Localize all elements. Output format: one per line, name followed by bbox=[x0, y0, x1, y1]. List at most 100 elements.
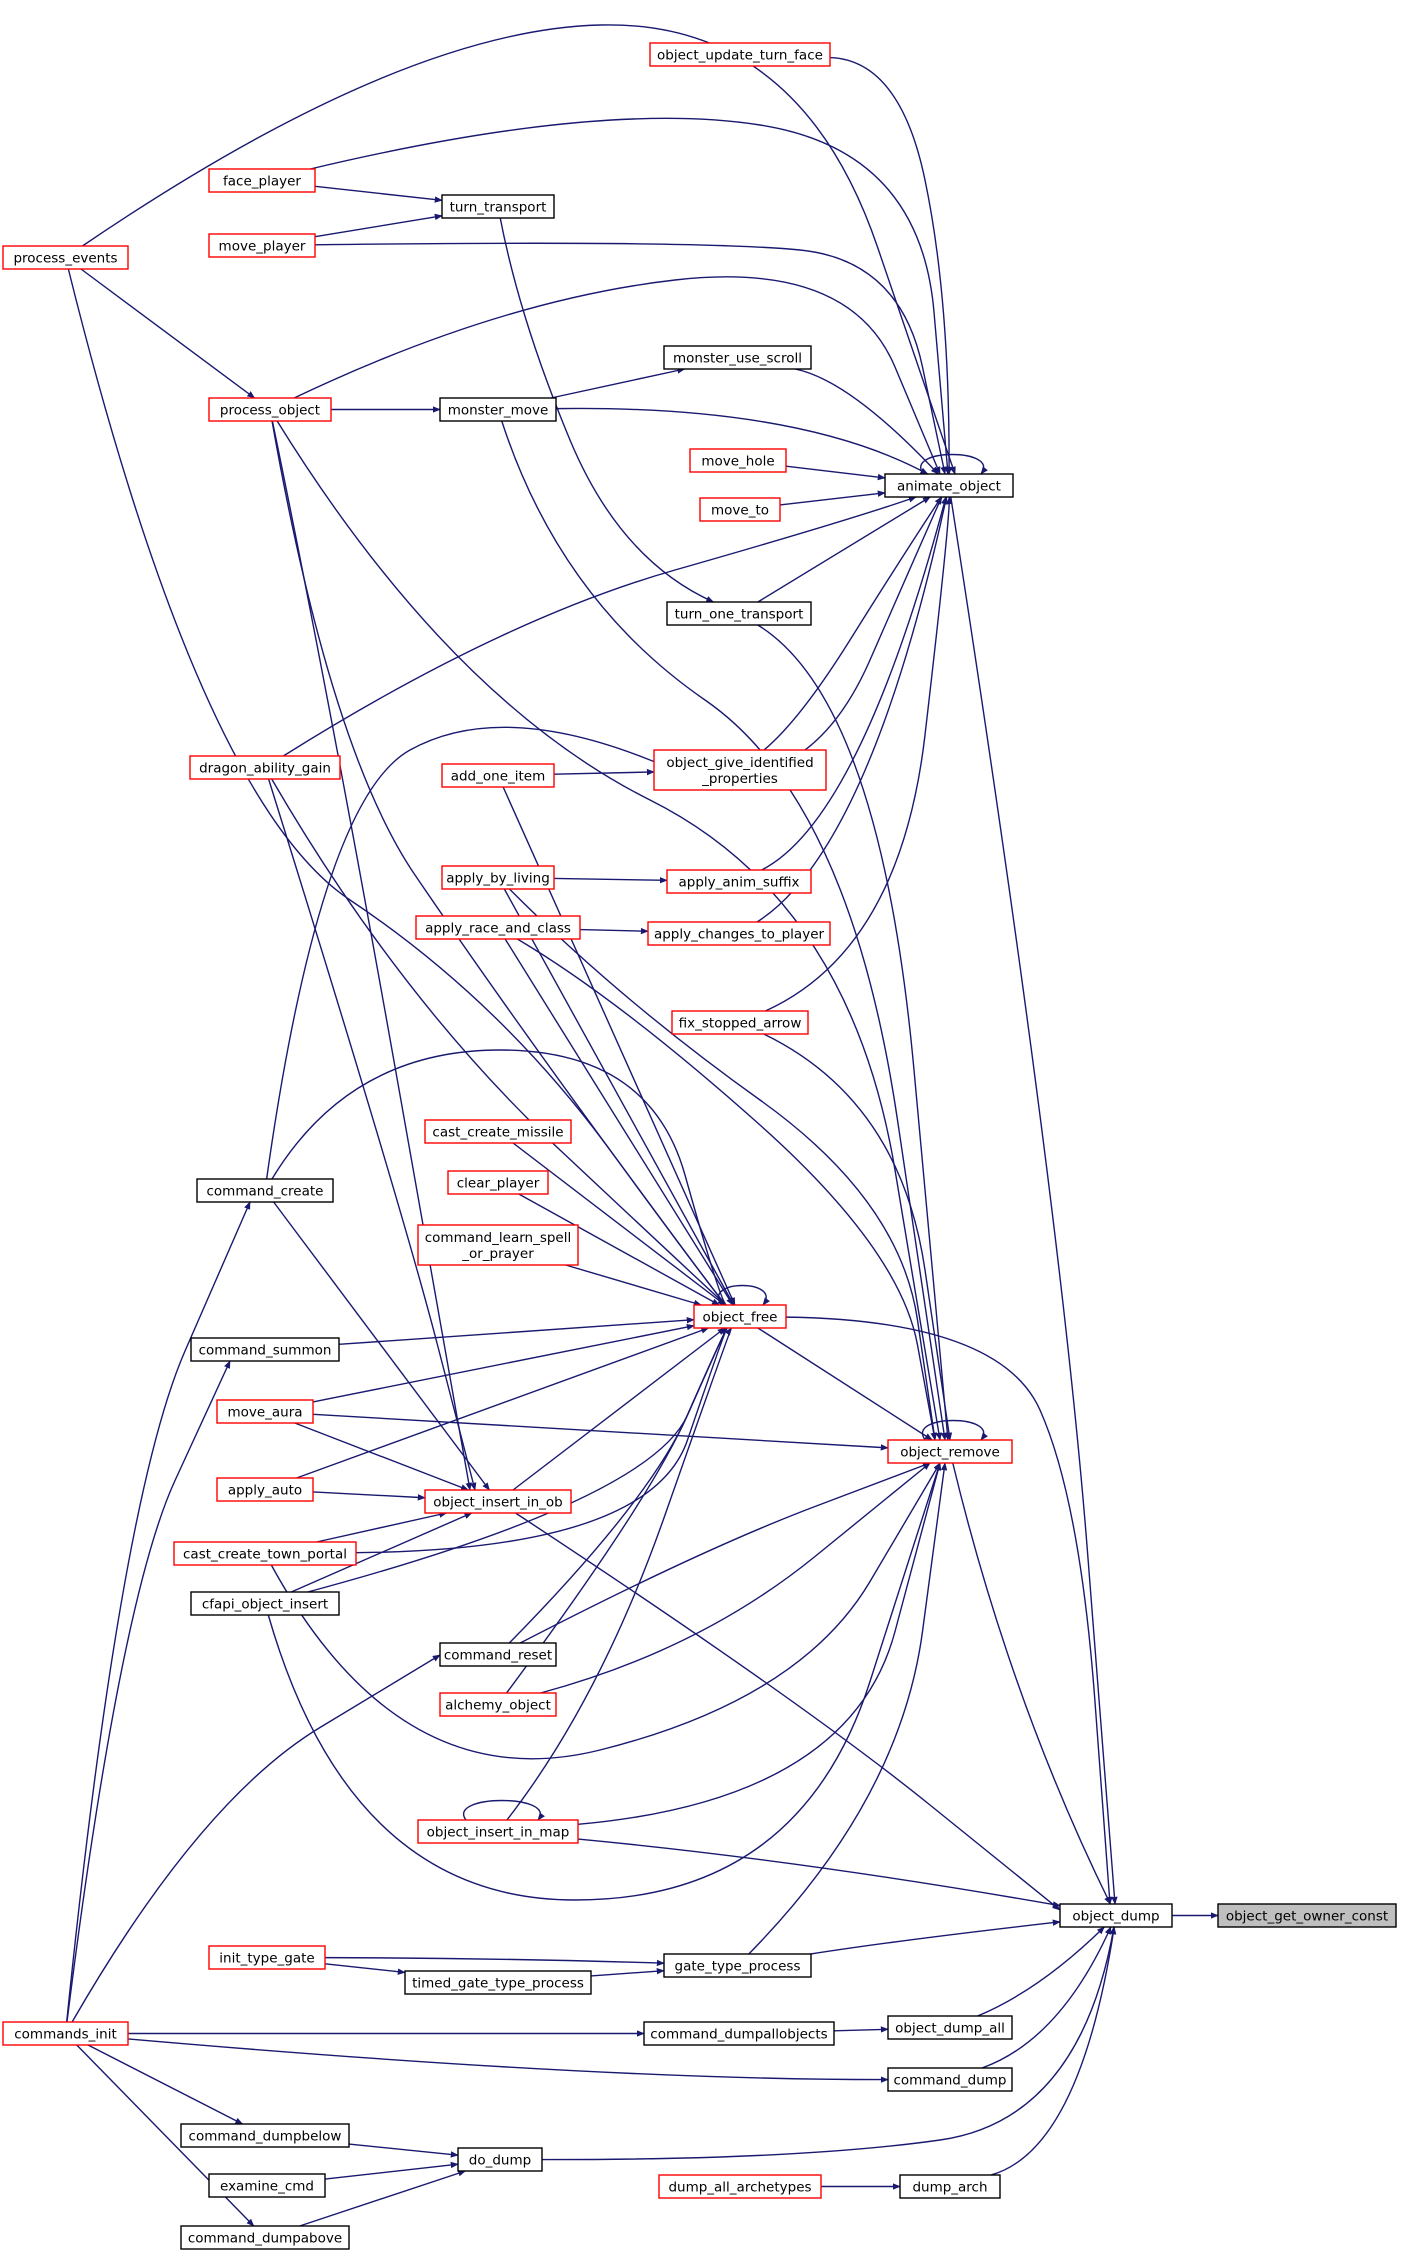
edge-monster_use_scroll-to-animate_object bbox=[794, 368, 939, 475]
call-edge bbox=[518, 1193, 720, 1306]
edge-process_events-to-animate_object bbox=[82, 24, 956, 475]
node-box bbox=[208, 168, 316, 193]
node-apply_race_and_class[interactable]: apply_race_and_class bbox=[415, 915, 581, 940]
edge-dump_arch-to-object_dump bbox=[990, 1926, 1117, 2176]
node-monster_move[interactable]: monster_move bbox=[439, 397, 557, 422]
edge-cfapi_object_insert-to-object_remove bbox=[267, 1462, 941, 1901]
node-object_insert_in_map[interactable]: object_insert_in_map bbox=[417, 1819, 579, 1844]
node-dump_all_archetypes[interactable]: dump_all_archetypes bbox=[658, 2174, 822, 2199]
node-process_events[interactable]: process_events bbox=[2, 245, 129, 270]
node-object_remove[interactable]: object_remove bbox=[887, 1439, 1013, 1464]
node-command_reset[interactable]: command_reset bbox=[439, 1642, 557, 1667]
call-edge bbox=[952, 1462, 1111, 1905]
node-apply_by_living[interactable]: apply_by_living bbox=[441, 865, 555, 890]
node-object_free[interactable]: object_free bbox=[693, 1304, 787, 1329]
node-move_aura[interactable]: move_aura bbox=[216, 1399, 314, 1424]
node-box bbox=[649, 42, 831, 67]
call-edge bbox=[310, 117, 951, 475]
node-box bbox=[173, 1541, 357, 1566]
edge-object_insert_in_map-to-object_free bbox=[506, 1327, 733, 1821]
node-label: object_dump bbox=[1072, 1909, 1159, 1925]
node-dump_arch[interactable]: dump_arch bbox=[899, 2174, 1001, 2199]
node-label: apply_anim_suffix bbox=[678, 875, 799, 891]
edge-clear_player-to-object_free bbox=[518, 1193, 720, 1306]
edge-command_summon-to-object_free bbox=[338, 1317, 695, 1346]
node-box bbox=[441, 865, 555, 890]
node-box bbox=[663, 345, 812, 370]
node-animate_object[interactable]: animate_object bbox=[884, 473, 1014, 498]
edge-dragon_ability_gain-to-object_insert_in_ob bbox=[267, 778, 477, 1491]
node-move_hole[interactable]: move_hole bbox=[689, 448, 787, 473]
edge-move_aura-to-object_free bbox=[312, 1323, 695, 1403]
node-cfapi_object_insert[interactable]: cfapi_object_insert bbox=[190, 1591, 340, 1616]
call-edge bbox=[506, 1327, 733, 1821]
node-move_player[interactable]: move_player bbox=[208, 233, 316, 258]
call-edge bbox=[748, 1462, 948, 1955]
node-fix_stopped_arrow[interactable]: fix_stopped_arrow bbox=[671, 1010, 809, 1035]
node-object_insert_in_ob[interactable]: object_insert_in_ob bbox=[424, 1489, 572, 1514]
node-commands_init[interactable]: commands_init bbox=[2, 2021, 129, 2046]
node-clear_player[interactable]: clear_player bbox=[447, 1170, 549, 1195]
edge-command_create-to-object_insert_in_ob bbox=[273, 1201, 490, 1491]
node-box bbox=[658, 2174, 822, 2199]
node-timed_gate_type_process[interactable]: timed_gate_type_process bbox=[404, 1970, 592, 1995]
edge-init_type_gate-to-gate_type_process bbox=[324, 1956, 665, 1967]
node-object_dump_all[interactable]: object_dump_all bbox=[887, 2015, 1013, 2040]
node-object_get_owner_const: object_get_owner_const bbox=[1217, 1903, 1397, 1928]
node-apply_anim_suffix[interactable]: apply_anim_suffix bbox=[666, 869, 812, 894]
node-command_summon[interactable]: command_summon bbox=[190, 1337, 340, 1362]
edge-command_dumpallobjects-to-object_dump_all bbox=[833, 2026, 889, 2033]
node-dragon_ability_gain[interactable]: dragon_ability_gain bbox=[189, 755, 341, 780]
edge-object_insert_in_map-to-object_dump bbox=[577, 1838, 1061, 1908]
node-move_to[interactable]: move_to bbox=[699, 497, 781, 522]
node-turn_transport[interactable]: turn_transport bbox=[441, 194, 555, 219]
call-edge bbox=[512, 1327, 726, 1491]
node-label: object_get_owner_const bbox=[1226, 1909, 1388, 1925]
edge-turn_one_transport-to-object_remove bbox=[757, 624, 951, 1441]
node-label: examine_cmd bbox=[220, 2179, 314, 2195]
node-alchemy_object[interactable]: alchemy_object bbox=[439, 1692, 557, 1717]
node-do_dump[interactable]: do_dump bbox=[457, 2147, 543, 2172]
node-command_create[interactable]: command_create bbox=[196, 1178, 334, 1203]
node-command_dumpallobjects[interactable]: command_dumpallobjects bbox=[643, 2021, 835, 2046]
node-label: apply_auto bbox=[228, 1483, 302, 1499]
edge-dragon_ability_gain-to-animate_object bbox=[282, 496, 917, 757]
node-object_dump[interactable]: object_dump bbox=[1059, 1903, 1173, 1928]
node-label: dump_all_archetypes bbox=[668, 2180, 811, 2196]
call-edge bbox=[503, 888, 735, 1306]
node-box bbox=[417, 1224, 579, 1266]
function-nodes: object_get_owner_const object_dump object_… bbox=[2, 42, 1397, 2250]
edge-apply_by_living-to-apply_anim_suffix bbox=[553, 876, 668, 884]
call-edge bbox=[314, 185, 443, 203]
edge-cast_create_town_portal-to-object_free bbox=[355, 1327, 728, 1554]
node-init_type_gate[interactable]: init_type_gate bbox=[208, 1945, 326, 1970]
node-object_update_turn_face[interactable]: object_update_turn_face bbox=[649, 42, 831, 67]
node-command_dump[interactable]: command_dump bbox=[887, 2067, 1013, 2092]
node-label: command_reset bbox=[444, 1648, 552, 1664]
node-cast_create_town_portal[interactable]: cast_create_town_portal bbox=[173, 1541, 357, 1566]
node-turn_one_transport[interactable]: turn_one_transport bbox=[666, 601, 812, 626]
node-label: command_learn_spell bbox=[425, 1230, 572, 1246]
node-gate_type_process[interactable]: gate_type_process bbox=[663, 1953, 812, 1978]
node-object_give_identified_properties[interactable]: object_give_identified_properties bbox=[653, 749, 827, 791]
node-command_dumpabove[interactable]: command_dumpabove bbox=[180, 2225, 350, 2250]
node-box bbox=[441, 194, 555, 219]
node-monster_use_scroll[interactable]: monster_use_scroll bbox=[663, 345, 812, 370]
node-face_player[interactable]: face_player bbox=[208, 168, 316, 193]
edge-commands_init-to-command_dump bbox=[127, 2038, 889, 2083]
edge-move_player-to-animate_object bbox=[314, 242, 947, 475]
node-command_learn_spell_or_prayer[interactable]: command_learn_spell_or_prayer bbox=[417, 1224, 579, 1266]
node-add_one_item[interactable]: add_one_item bbox=[441, 763, 555, 788]
node-command_dumpbelow[interactable]: command_dumpbelow bbox=[180, 2123, 350, 2148]
edge-command_reset-to-object_free bbox=[508, 1327, 728, 1644]
node-label: cast_create_town_portal bbox=[183, 1547, 347, 1563]
node-process_object[interactable]: process_object bbox=[208, 397, 332, 422]
call-edge bbox=[312, 1491, 426, 1501]
node-apply_auto[interactable]: apply_auto bbox=[216, 1477, 314, 1502]
node-cast_create_missile[interactable]: cast_create_missile bbox=[424, 1119, 572, 1144]
call-edge bbox=[316, 1511, 448, 1543]
call-edge bbox=[761, 496, 948, 871]
node-apply_changes_to_player[interactable]: apply_changes_to_player bbox=[647, 921, 831, 946]
node-examine_cmd[interactable]: examine_cmd bbox=[208, 2173, 326, 2198]
node-box bbox=[887, 1439, 1013, 1464]
